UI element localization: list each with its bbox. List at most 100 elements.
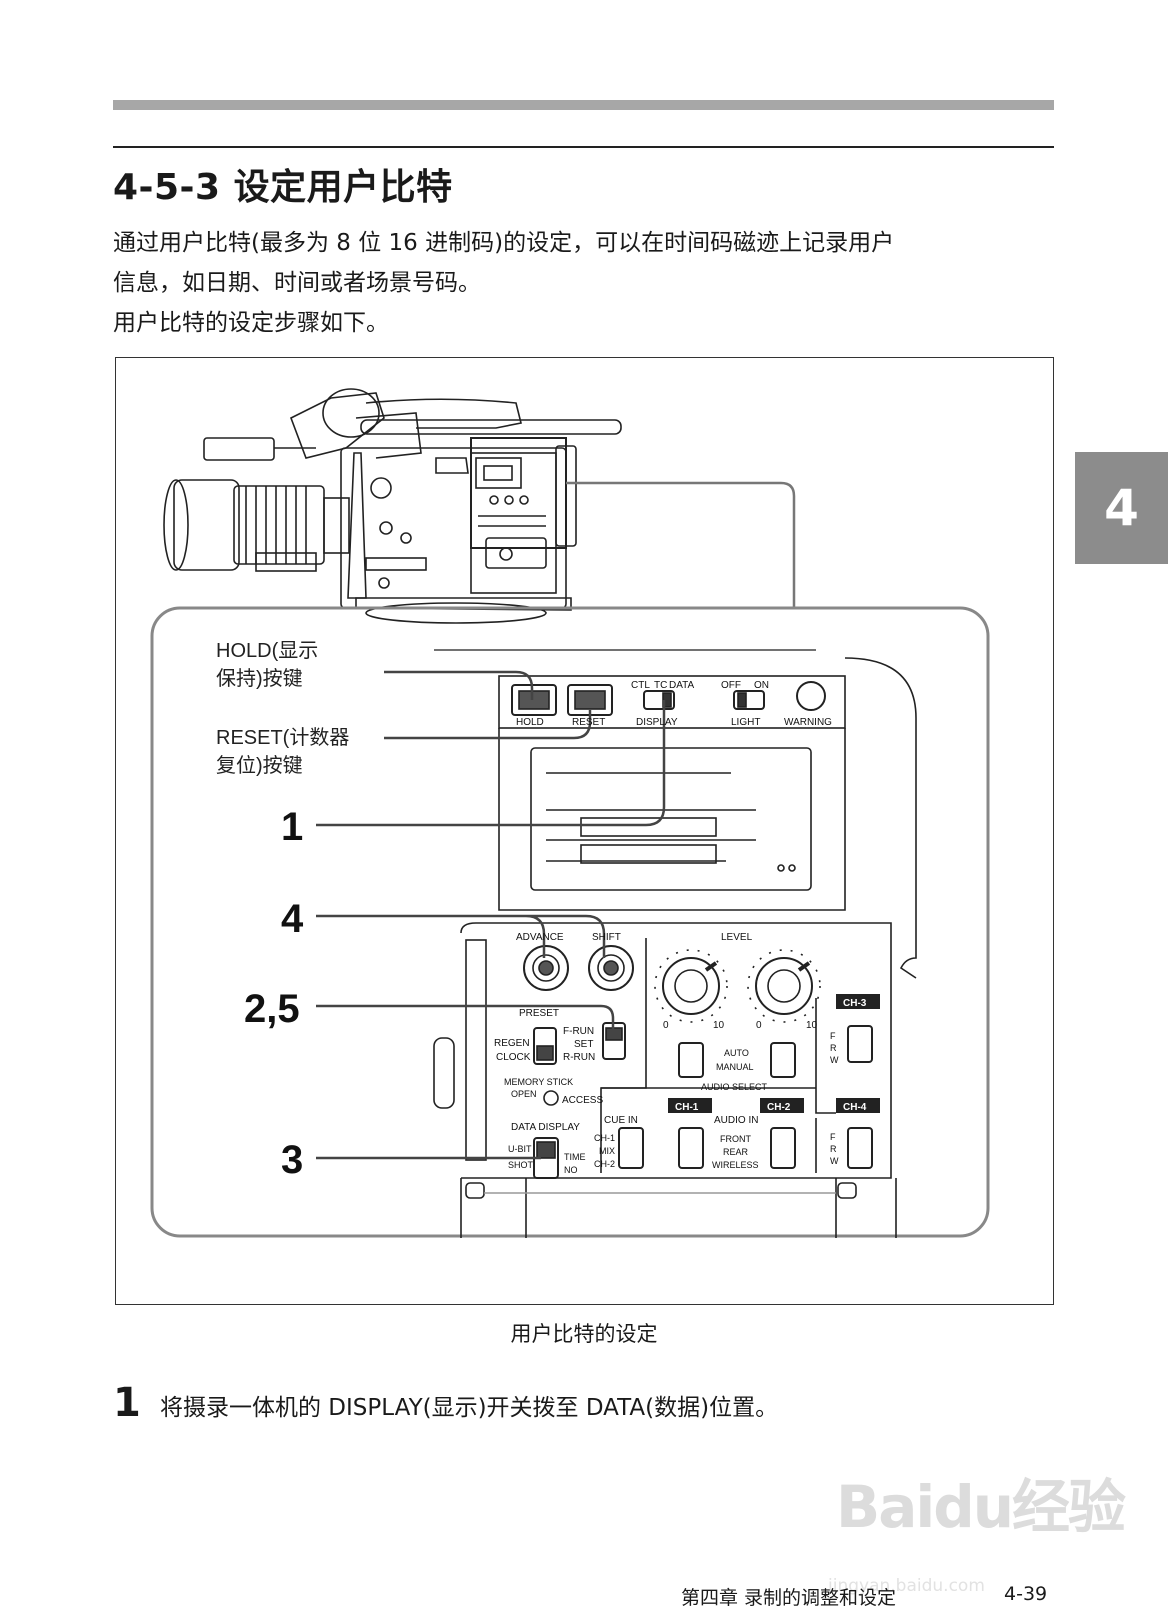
intro-paragraph-line-1: 通过用户比特(最多为 8 位 16 进制码)的设定，可以在时间码磁迹上记录用户: [113, 230, 895, 256]
callout-number-4: 4: [281, 897, 304, 941]
level-ch2-max: 10: [806, 1020, 818, 1031]
ch3-f-label: F: [830, 1031, 836, 1041]
baidu-watermark-url: jingyan.baidu.com: [828, 1576, 985, 1596]
off-label: OFF: [721, 680, 741, 691]
hold-callout-line-1: HOLD(显示: [216, 640, 318, 662]
hold-callout-line-2: 保持)按键: [216, 667, 303, 690]
rear-label: REAR: [723, 1147, 749, 1157]
reset-callout-line: [384, 710, 592, 740]
shift-button[interactable]: [588, 945, 634, 991]
manual-label: MANUAL: [716, 1062, 754, 1072]
memory-stick-label: MEMORY STICK: [504, 1077, 573, 1087]
callout-number-3: 3: [281, 1138, 303, 1182]
callout-line-1: [316, 700, 666, 827]
level-ch1-max: 10: [713, 1020, 725, 1031]
no-label: NO: [564, 1165, 578, 1175]
intro-paragraph-line-3: 用户比特的设定步骤如下。: [113, 310, 389, 336]
ch3-w-label: W: [830, 1055, 839, 1065]
ch4-f-label: F: [830, 1132, 836, 1142]
chapter-tab: 4: [1075, 452, 1168, 564]
audio-select-ch3-switch[interactable]: [847, 1025, 873, 1063]
callout-number-1: 1: [281, 805, 303, 849]
on-label: ON: [754, 680, 769, 691]
header-rule: [113, 146, 1054, 148]
step-text: 将摄录一体机的 DISPLAY(显示)开关拨至 DATA(数据)位置。: [160, 1395, 779, 1421]
display-switch[interactable]: [643, 690, 675, 710]
data-label: DATA: [669, 680, 695, 691]
callout-line-25: [316, 1004, 615, 1033]
step-number: 1: [113, 1380, 141, 1426]
ch4-badge: CH-4: [843, 1102, 867, 1113]
shift-label: SHIFT: [592, 932, 621, 943]
footer-page-number: 4-39: [1004, 1583, 1048, 1605]
ch4-w-label: W: [830, 1156, 839, 1166]
time-label: TIME: [564, 1152, 586, 1162]
warning-label: WARNING: [784, 717, 832, 728]
reset-callout-line-1: RESET(计数器: [216, 726, 349, 749]
level-dial-ch1[interactable]: [662, 957, 720, 1015]
ch4-r-label: R: [830, 1144, 837, 1154]
figure-caption: 用户比特的设定: [510, 1322, 658, 1346]
light-switch[interactable]: [733, 690, 765, 710]
lens: [163, 479, 350, 572]
hold-label: HOLD: [516, 717, 544, 728]
open-label: OPEN: [511, 1089, 537, 1099]
shot-label: SHOT: [508, 1160, 534, 1170]
channel-badges: CH-1 CH-2 CH-3 CH-4: [668, 994, 880, 1113]
set-label: SET: [574, 1039, 593, 1050]
front-label: FRONT: [720, 1134, 751, 1144]
regen-label: REGEN: [494, 1038, 530, 1049]
camcorder-illustration: HOLD RESET CTL TC DATA DISPLAY OFF ON LI…: [150, 388, 990, 1238]
display-label: DISPLAY: [636, 717, 678, 728]
level-dial-ch2[interactable]: [755, 957, 813, 1015]
cue-ch2-label: CH-2: [594, 1159, 615, 1169]
audio-select-ch2-switch[interactable]: [770, 1042, 796, 1078]
tc-label: TC: [654, 680, 667, 691]
reset-callout-line-2: 复位)按键: [216, 754, 303, 777]
audio-in-ch1-switch[interactable]: [678, 1127, 704, 1169]
audio-in-label: AUDIO IN: [714, 1115, 758, 1126]
advance-button[interactable]: [523, 945, 569, 991]
audio-timecode-panel: [433, 922, 897, 1238]
cue-in-label: CUE IN: [604, 1115, 638, 1126]
wireless-label: WIRELESS: [712, 1160, 759, 1170]
audio-select-ch1-switch[interactable]: [678, 1042, 704, 1078]
cue-ch1-label: CH-1: [594, 1133, 615, 1143]
ch2-badge: CH-2: [767, 1102, 791, 1113]
preset-regen-switch[interactable]: [533, 1027, 557, 1065]
cue-mix-label: MIX: [599, 1146, 615, 1156]
footer-chapter: 第四章 录制的调整和设定: [681, 1587, 897, 1609]
warning-lamp: [796, 681, 826, 711]
audio-in-ch4-switch[interactable]: [847, 1127, 873, 1169]
clock-label: CLOCK: [496, 1052, 531, 1063]
auto-label: AUTO: [724, 1048, 749, 1058]
level-ch1-min: 0: [663, 1020, 669, 1031]
display-control-panel: [498, 657, 917, 979]
hold-callout-line: [384, 670, 534, 700]
u-bit-label: U-BIT: [508, 1144, 532, 1154]
access-label: ACCESS: [562, 1095, 603, 1106]
ch3-r-label: R: [830, 1043, 837, 1053]
level-label: LEVEL: [721, 932, 753, 943]
ch3-badge: CH-3: [843, 998, 867, 1009]
top-gray-bar: [113, 100, 1054, 110]
advance-label: ADVANCE: [516, 932, 564, 943]
f-run-label: F-RUN: [563, 1026, 594, 1037]
ctl-label: CTL: [631, 680, 650, 691]
data-display-label: DATA DISPLAY: [511, 1122, 580, 1133]
access-lamp: [543, 1090, 559, 1106]
hold-button[interactable]: [511, 684, 557, 716]
section-title: 4-5-3 设定用户比特: [113, 167, 453, 208]
reset-label: RESET: [572, 717, 605, 728]
callout-number-2-5: 2,5: [244, 987, 300, 1031]
r-run-label: R-RUN: [563, 1052, 595, 1063]
figure-frame: HOLD RESET CTL TC DATA DISPLAY OFF ON LI…: [115, 357, 1054, 1305]
preset-label: PRESET: [519, 1008, 559, 1019]
ch1-badge: CH-1: [675, 1102, 699, 1113]
intro-paragraph-line-2: 信息，如日期、时间或者场景号码。: [113, 270, 481, 296]
audio-select-label: AUDIO SELECT: [701, 1082, 768, 1092]
light-label: LIGHT: [731, 717, 760, 728]
level-ch2-min: 0: [756, 1020, 762, 1031]
cue-in-switch[interactable]: [618, 1127, 644, 1169]
audio-in-ch2-switch[interactable]: [770, 1127, 796, 1169]
